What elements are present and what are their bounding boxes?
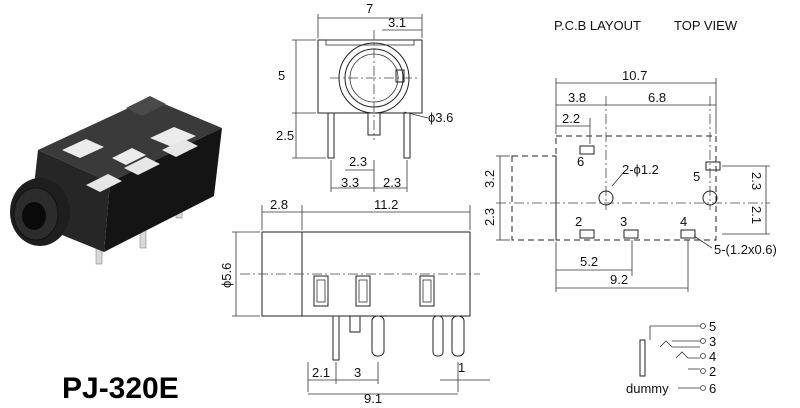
side-view	[232, 205, 490, 395]
pcb-pin-label-6: 6	[577, 154, 584, 169]
dim-side-barrel: 2.8	[270, 197, 288, 212]
dim-pcb-hole: 2-ϕ1.2	[622, 162, 659, 177]
jack-photo	[10, 96, 222, 265]
model-title: PJ-320E	[62, 372, 179, 405]
dim-pcb-e: 2.3	[482, 208, 497, 226]
pcb-pin-label-3: 3	[620, 214, 627, 229]
schematic-pin-3: 3	[709, 334, 716, 349]
pin-schematic	[639, 323, 706, 391]
dim-pcb-b: 6.8	[648, 90, 666, 105]
dim-side-diameter: ϕ5.6	[219, 263, 234, 288]
schematic-pin-4: 4	[709, 349, 716, 364]
dim-front-hole: ϕ3.6	[428, 110, 453, 125]
dim-front-pin-length: 2.5	[276, 128, 294, 143]
dim-side-p3: 9.1	[364, 391, 382, 406]
pcb-pin-label-4: 4	[680, 214, 687, 229]
dim-front-offset: 3.1	[388, 15, 406, 30]
dim-front-pitch-b: 2.3	[383, 175, 401, 190]
pcb-layout	[496, 78, 770, 292]
dim-pcb-c: 2.2	[562, 111, 580, 126]
dim-side-p2: 3	[354, 365, 361, 380]
pcb-pin-label-5: 5	[693, 169, 700, 184]
dim-side-p4: 1	[458, 360, 465, 375]
dim-side-p1: 2.1	[312, 365, 330, 380]
dim-pcb-h: 5.2	[580, 254, 598, 269]
dim-pcb-f: 2.3	[749, 172, 764, 190]
schematic-dummy-label: dummy	[626, 381, 669, 396]
schematic-pin-6: 6	[709, 381, 716, 396]
dim-front-pitch-a: 2.3	[349, 154, 367, 169]
pcb-layout-heading: P.C.B LAYOUT	[554, 18, 641, 33]
dim-front-height: 5	[278, 68, 285, 83]
schematic-pin-2: 2	[709, 364, 716, 379]
dim-pcb-width: 10.7	[622, 68, 647, 83]
dim-pcb-pad: 5-(1.2x0.6)	[714, 242, 777, 257]
dim-front-width: 7	[366, 1, 373, 16]
dim-pcb-a: 3.8	[568, 90, 586, 105]
top-view-heading: TOP VIEW	[674, 18, 738, 33]
front-view	[292, 14, 429, 192]
dim-front-offset-pin: 3.3	[341, 175, 359, 190]
dim-pcb-d: 3.2	[482, 170, 497, 188]
dim-pcb-g: 2.1	[749, 206, 764, 224]
dim-pcb-i: 9.2	[610, 272, 628, 287]
pcb-pin-label-2: 2	[575, 214, 582, 229]
dim-side-total: 11.2	[374, 197, 398, 212]
schematic-pin-5: 5	[709, 319, 716, 334]
